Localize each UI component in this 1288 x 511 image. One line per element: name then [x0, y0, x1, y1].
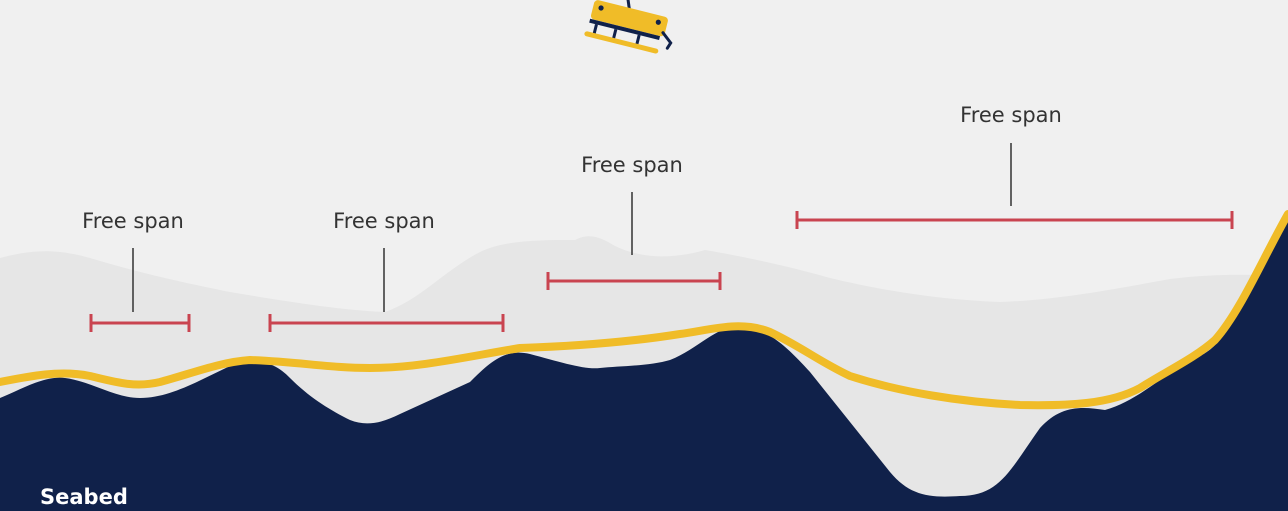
seabed-label: Seabed — [40, 485, 128, 509]
free-span-marker-3 — [546, 272, 722, 290]
pipeline — [0, 210, 1288, 410]
free-span-label-1: Free span — [82, 209, 184, 233]
rov-vehicle-icon — [584, 0, 673, 54]
seabed-terrain — [0, 222, 1288, 511]
free-span-marker-2 — [268, 314, 505, 332]
free-span-marker-1 — [89, 314, 191, 332]
free-span-label-4: Free span — [960, 103, 1062, 127]
free-span-marker-4 — [795, 211, 1234, 229]
free-span-label-2: Free span — [333, 209, 435, 233]
free-span-label-3: Free span — [581, 153, 683, 177]
